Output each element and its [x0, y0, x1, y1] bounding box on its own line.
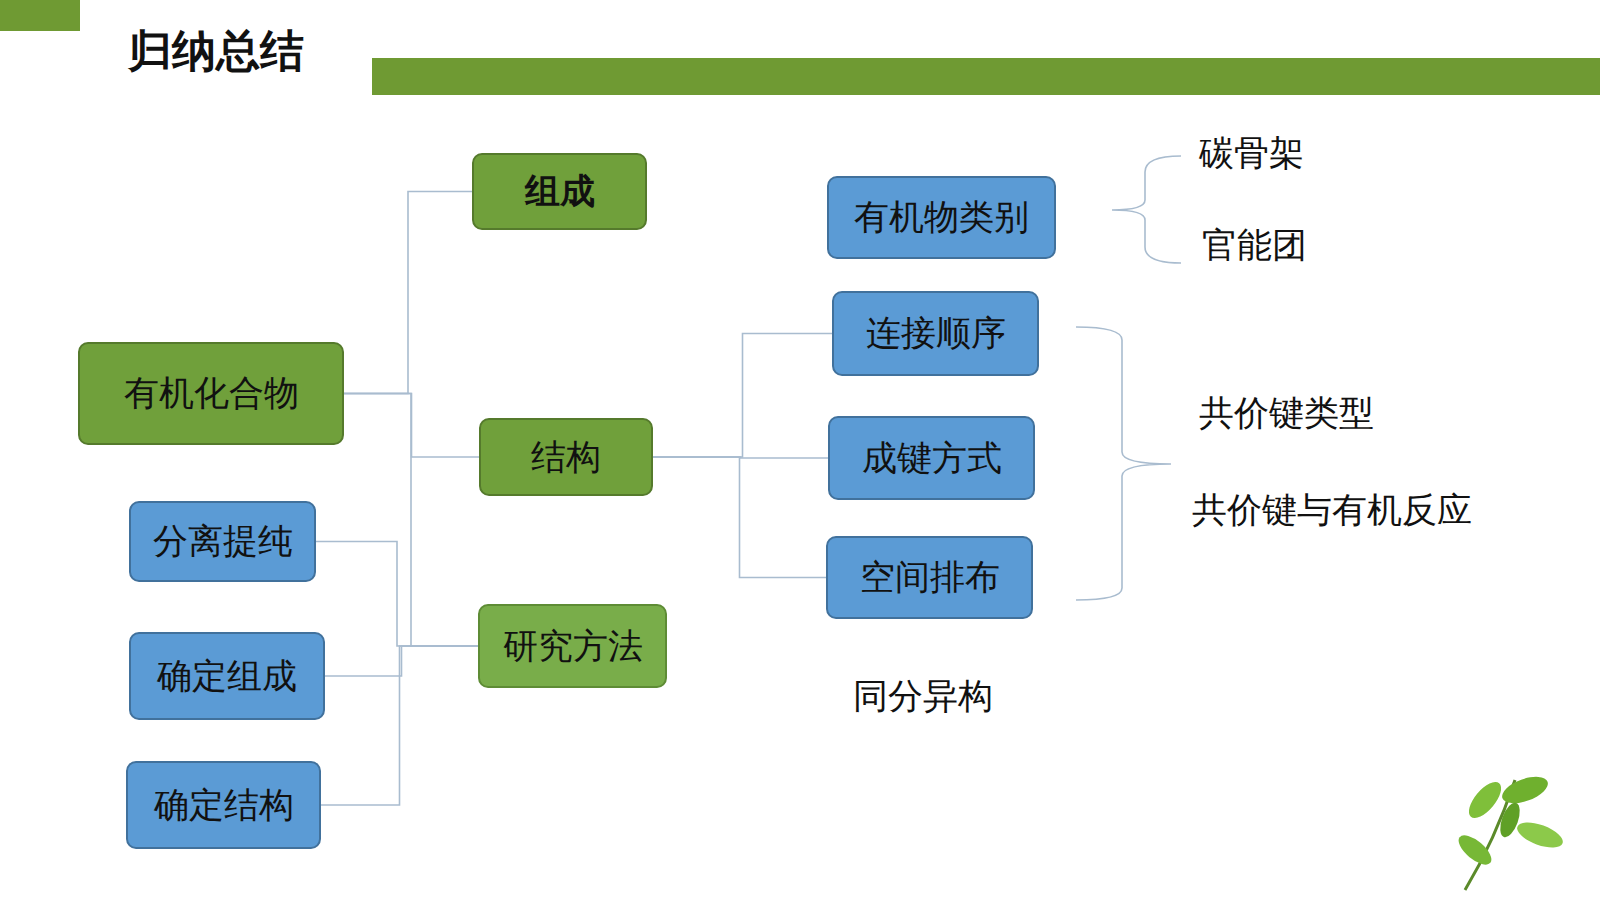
box-text: 组成 [525, 168, 595, 215]
box-text: 分离提纯 [153, 518, 293, 565]
concept-box: 有机化合物 [78, 342, 344, 445]
box-text: 结构 [531, 434, 601, 481]
annotation-text: 碳骨架 [1199, 130, 1304, 177]
bracket-connector [653, 457, 828, 458]
concept-box: 组成 [472, 153, 647, 230]
box-text: 研究方法 [503, 623, 643, 670]
brace [1076, 327, 1171, 600]
concept-box: 有机物类别 [827, 176, 1056, 259]
bracket-connector [344, 394, 478, 647]
annotation-text: 官能团 [1202, 222, 1307, 269]
annotation-text: 同分异构 [853, 673, 993, 720]
annotation-text: 共价键与有机反应 [1192, 487, 1472, 534]
bracket-connector [316, 542, 478, 647]
box-text: 有机化合物 [124, 370, 299, 417]
header-band [372, 58, 1600, 95]
concept-box: 分离提纯 [129, 501, 316, 582]
annotation-text: 共价键类型 [1199, 390, 1374, 437]
box-text: 有机物类别 [854, 194, 1029, 241]
box-text: 确定结构 [154, 782, 294, 829]
leaf-decoration [1454, 771, 1566, 890]
bracket-connector [321, 646, 478, 805]
concept-box: 空间排布 [826, 536, 1033, 619]
concept-box: 确定组成 [129, 632, 325, 720]
bracket-connector [325, 646, 478, 676]
concept-box: 结构 [479, 418, 653, 496]
bracket-connector [344, 394, 479, 458]
concept-box: 确定结构 [126, 761, 321, 849]
concept-box: 研究方法 [478, 604, 667, 688]
brace [1112, 156, 1181, 263]
box-text: 连接顺序 [866, 310, 1006, 357]
bracket-connector [344, 192, 472, 394]
box-text: 空间排布 [860, 554, 1000, 601]
concept-box: 成键方式 [828, 416, 1035, 500]
box-text: 成键方式 [862, 435, 1002, 482]
concept-box: 连接顺序 [832, 291, 1039, 376]
slide-title: 归纳总结 [128, 22, 304, 81]
bracket-connector [653, 457, 826, 578]
box-text: 确定组成 [157, 653, 297, 700]
corner-bar [0, 0, 80, 31]
bracket-connector [653, 334, 832, 458]
